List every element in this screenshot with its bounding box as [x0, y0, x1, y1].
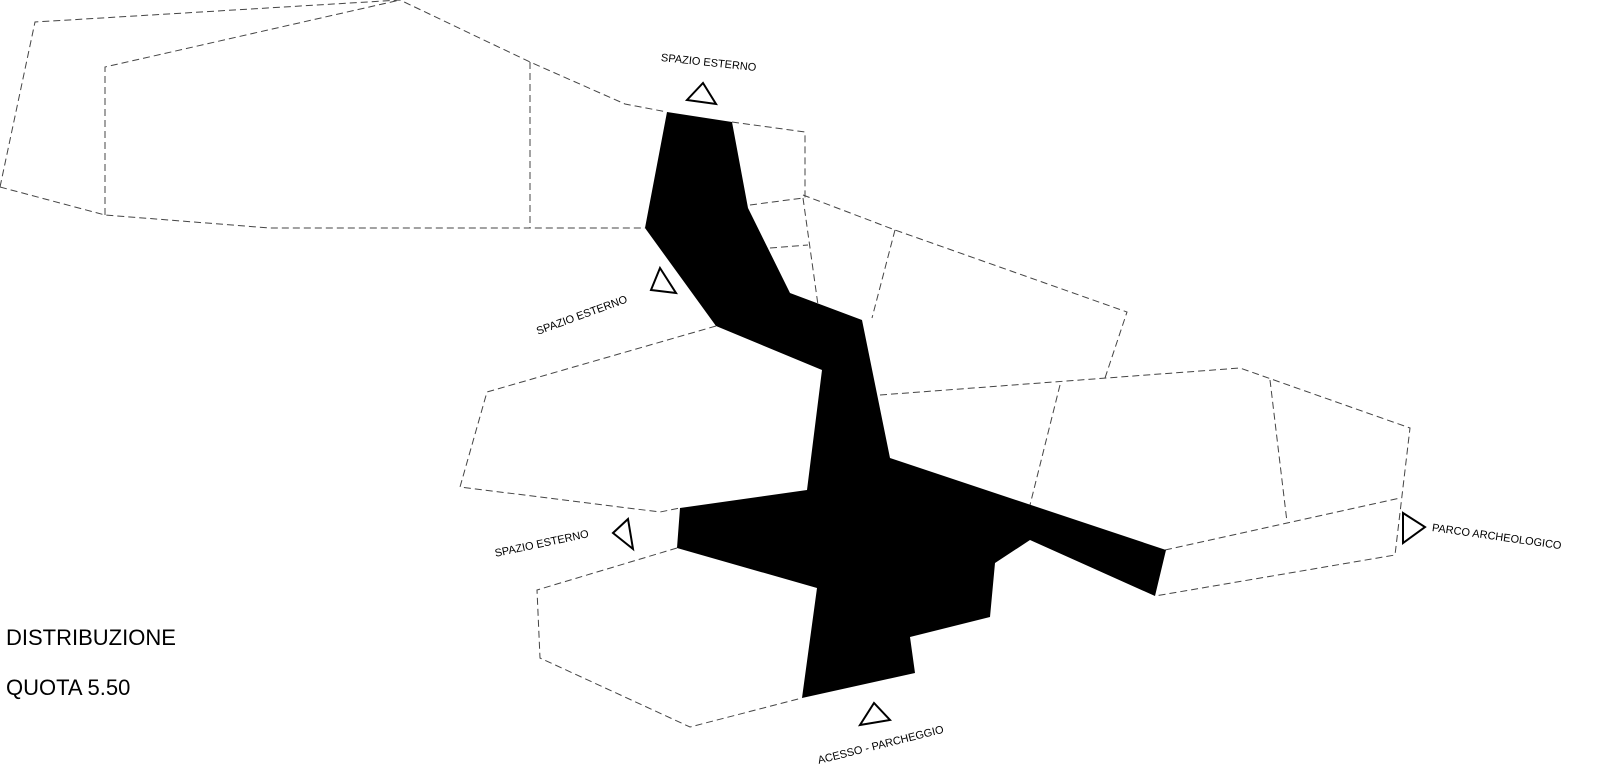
- building-outlines: [0, 0, 1411, 728]
- plan-title: DISTRIBUZIONE: [6, 625, 176, 650]
- entrance-arrow-icon-right: [1402, 511, 1427, 545]
- entrance-arrow-icon-left-upper: [649, 265, 678, 295]
- entrance-arrow-icon-left-lower: [611, 516, 635, 552]
- entrance-arrow-icon-bottom: [857, 701, 893, 727]
- circulation-area: [645, 112, 1166, 698]
- entrance-arrow-icon-top: [684, 81, 718, 106]
- plan-level: QUOTA 5.50: [6, 675, 131, 700]
